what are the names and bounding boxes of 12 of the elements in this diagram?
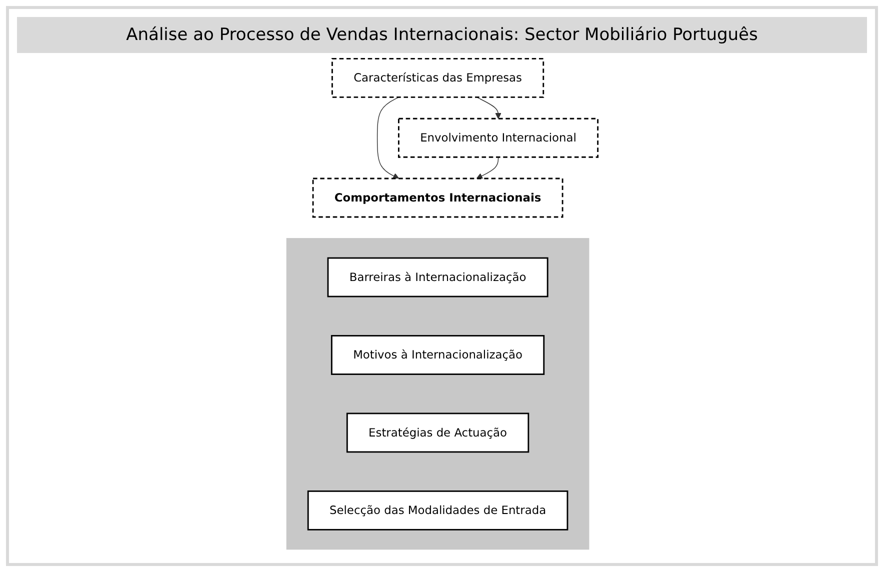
arrow xyxy=(476,96,502,119)
node-box: Estratégias de Actuação xyxy=(346,412,529,453)
arrow xyxy=(376,96,399,179)
node-box: Motivos à Internacionalização xyxy=(330,335,544,375)
arrow xyxy=(476,156,498,179)
node-box: Características das Empresas xyxy=(331,58,544,98)
title-banner: Análise ao Processo de Vendas Internacionais: Sector Mobiliário Português xyxy=(17,17,867,53)
cluster xyxy=(286,238,589,550)
node-box: Selecção das Modalidades de Entrada xyxy=(307,490,568,530)
node-box: Envolvimento Internacional xyxy=(398,118,598,158)
node-box: Barreiras à Internacionalização xyxy=(327,257,548,298)
node-box: Comportamentos Internacionais xyxy=(312,178,563,218)
